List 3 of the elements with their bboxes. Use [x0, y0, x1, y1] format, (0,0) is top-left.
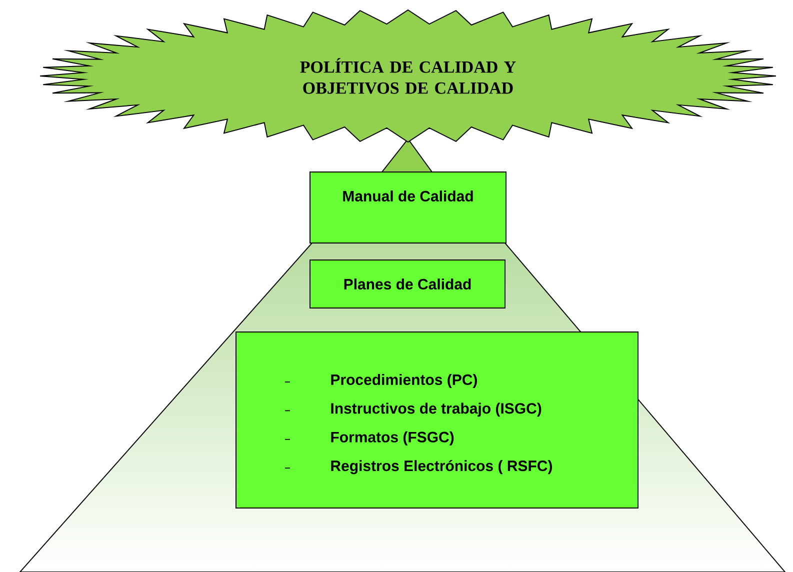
text-box: Planes de Calidad [310, 260, 506, 308]
text-box: Manual de Calidad [310, 172, 506, 244]
list-box: Procedimientos (PC) Instructivos de trabajo (ISGC) Formatos (FSGC) Registros Electrónicos ( RSFC) [236, 332, 638, 508]
